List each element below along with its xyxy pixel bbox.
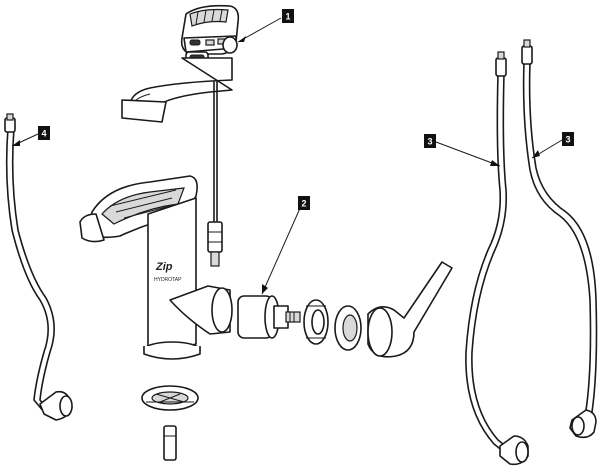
callout-2: 2 <box>298 196 310 210</box>
spout-head-assembly <box>121 4 240 267</box>
mounting-clamp-and-bolt <box>141 385 199 461</box>
callout-3b: 3 <box>562 132 574 146</box>
callout-4: 4 <box>38 126 50 140</box>
callout-leaders <box>11 17 563 295</box>
cartridge-and-handle <box>237 261 453 358</box>
svg-text:4: 4 <box>41 129 46 139</box>
brand-product-name: HYDROTAP <box>154 277 182 283</box>
left-flexible-hose <box>4 113 73 421</box>
callout-1: 1 <box>282 9 294 23</box>
svg-text:3: 3 <box>565 135 570 145</box>
brand-logo: Zip <box>155 261 173 273</box>
right-flexible-hoses <box>465 39 598 466</box>
svg-text:2: 2 <box>301 199 306 209</box>
svg-text:3: 3 <box>427 137 432 147</box>
tap-body: Zip HYDROTAP <box>79 175 233 360</box>
callout-3a: 3 <box>424 134 436 148</box>
svg-text:1: 1 <box>285 12 290 22</box>
